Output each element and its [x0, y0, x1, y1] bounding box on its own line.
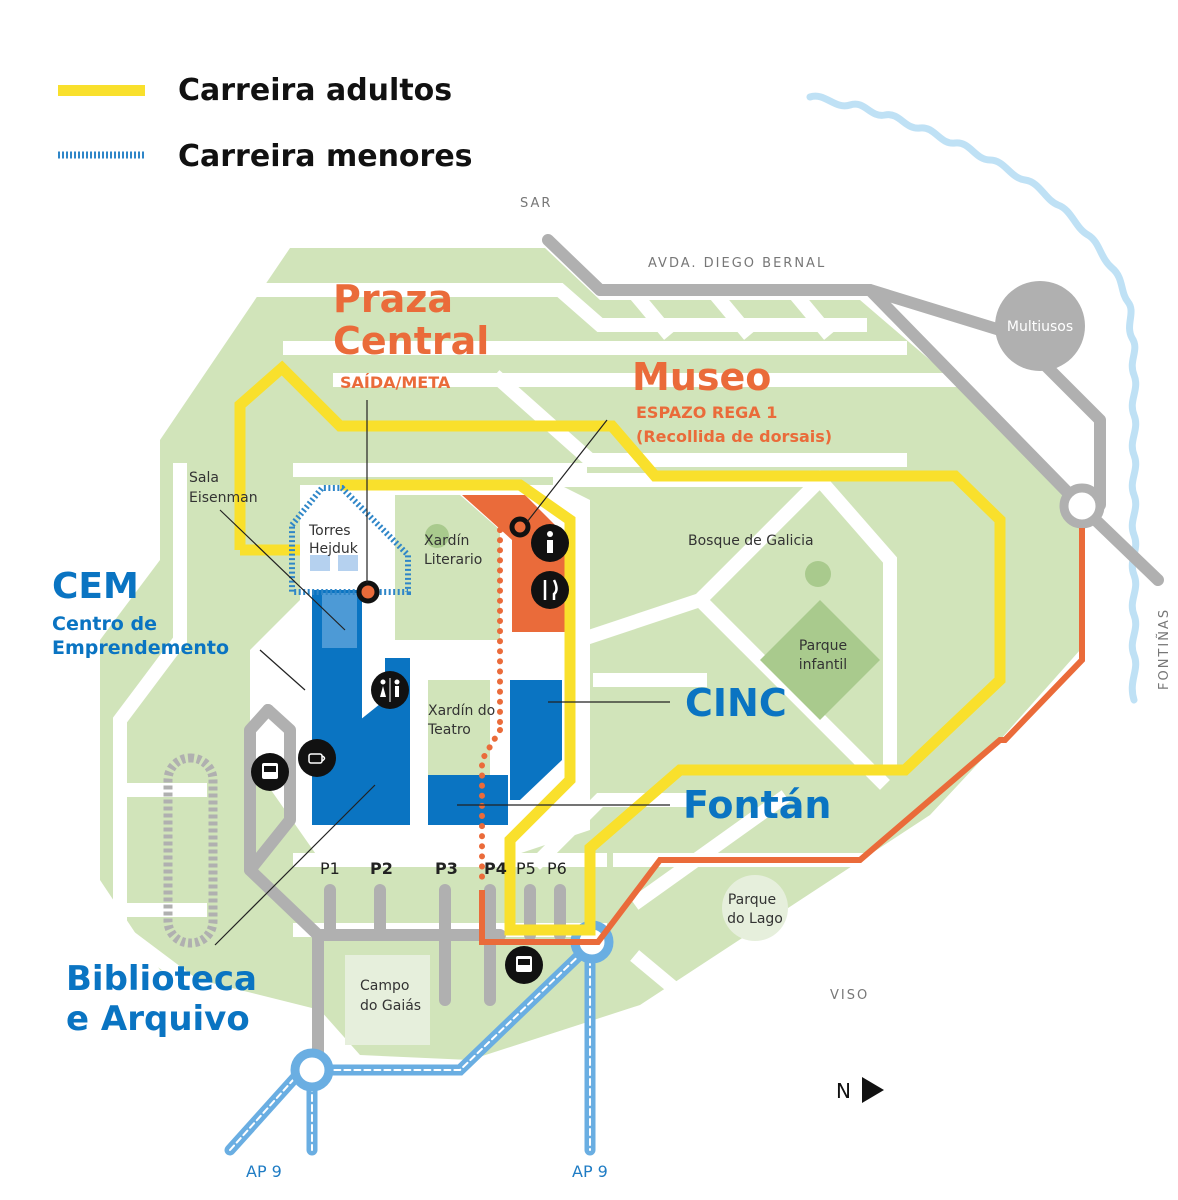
compass-arrow-icon — [862, 1077, 884, 1103]
building-fontan — [428, 775, 508, 825]
cinc-title: CINC — [685, 681, 787, 725]
saida-meta-label: SAÍDA/META — [340, 373, 451, 392]
roundabout-southwest — [290, 1048, 334, 1092]
road-label-ap9-right: AP 9 — [572, 1162, 608, 1181]
legend-label-kids: Carreira menores — [178, 139, 473, 174]
fontan-title: Fontán — [683, 783, 831, 827]
cem-title: CEM — [52, 566, 139, 607]
xardin-teatro-area — [428, 680, 490, 780]
biblioteca-title-1: Biblioteca — [66, 959, 257, 999]
parking-p2: P2 — [370, 859, 393, 878]
parque-lago-label-1: Parque — [728, 892, 776, 908]
xardin-literario-label-1: Xardín — [424, 533, 469, 549]
sala-eisenman-label-2: Eisenman — [189, 490, 258, 506]
route-adults — [234, 360, 1006, 936]
legend: Carreira adultos Carreira menores — [58, 73, 473, 174]
torre-hejduk-1 — [310, 555, 330, 571]
museo-sub-2: (Recollida de dorsais) — [636, 427, 832, 446]
cafe-icon[interactable] — [298, 739, 336, 777]
parking-p4: P4 — [484, 859, 507, 878]
multiusos-label: Multiusos — [1007, 319, 1073, 335]
biblioteca-title-2: e Arquivo — [66, 999, 250, 1039]
toilets-icon[interactable] — [371, 671, 409, 709]
xardin-literario-label-2: Literario — [424, 552, 482, 568]
sala-eisenman-label-1: Sala — [189, 470, 219, 486]
bosque-tree — [805, 561, 831, 587]
parque-infantil-area — [760, 600, 880, 720]
cem-sub-1: Centro de — [52, 613, 157, 635]
praza-central-title-1: Praza — [333, 277, 453, 321]
multiusos-circle — [995, 281, 1085, 371]
leader-lines — [214, 400, 670, 946]
campo-gaias-label-2: do Gaiás — [360, 998, 421, 1014]
bus-icon-south[interactable] — [505, 946, 543, 984]
bosque-galicia-label: Bosque de Galicia — [688, 533, 814, 549]
torres-hejduk-label-1: Torres — [308, 523, 351, 539]
legend-label-adults: Carreira adultos — [178, 73, 452, 108]
torres-hejduk-label-2: Hejduk — [309, 541, 359, 557]
parque-infantil-label-2: infantil — [799, 657, 847, 673]
road-label-ap9-left: AP 9 — [246, 1162, 282, 1181]
start-finish-marker — [356, 580, 380, 604]
praza-central-title-2: Central — [333, 319, 489, 363]
bib-pickup-marker — [509, 516, 531, 538]
cem-sub-2: Emprendemento — [52, 637, 229, 659]
parque-infantil-label-1: Parque — [799, 638, 847, 654]
parking-p6: P6 — [547, 859, 567, 878]
route-orange-access — [479, 528, 1085, 945]
route-orange-dotted-2 — [479, 727, 503, 888]
roundabout-east — [1059, 483, 1105, 529]
road-label-viso: VISO — [830, 988, 869, 1003]
xardin-literario-tree — [425, 524, 449, 548]
parque-lago-area — [722, 875, 788, 941]
parking-p5: P5 — [516, 859, 536, 878]
oval-track — [163, 753, 218, 948]
restaurant-icon[interactable] — [531, 571, 569, 609]
parking-p3: P3 — [435, 859, 458, 878]
torre-hejduk-2 — [338, 555, 358, 571]
building-sala-eisenman — [322, 593, 357, 648]
campo-gaias-area — [345, 955, 430, 1045]
road-label-sar: SAR — [520, 196, 552, 211]
roads — [244, 234, 1164, 1066]
info-icon[interactable] — [531, 524, 569, 562]
building-cinc — [510, 680, 562, 800]
xardin-teatro-label-1: Xardín do — [428, 703, 495, 719]
xardin-teatro-label-2: Teatro — [427, 722, 471, 738]
museo-sub-1: ESPAZO REGA 1 — [636, 403, 777, 422]
museo-title: Museo — [632, 355, 771, 399]
road-label-diego-bernal: AVDA. DIEGO BERNAL — [648, 256, 826, 271]
parking-p1: P1 — [320, 859, 340, 878]
bus-icon[interactable] — [251, 753, 289, 791]
xardin-literario-area — [395, 495, 500, 640]
compass-north-label: N — [836, 1079, 851, 1103]
road-label-fontinas: FONTIÑAS — [1156, 608, 1172, 690]
parque-lago-label-2: do Lago — [727, 911, 783, 927]
campo-gaias-label-1: Campo — [360, 978, 409, 994]
legend-swatch-adults — [58, 85, 145, 96]
